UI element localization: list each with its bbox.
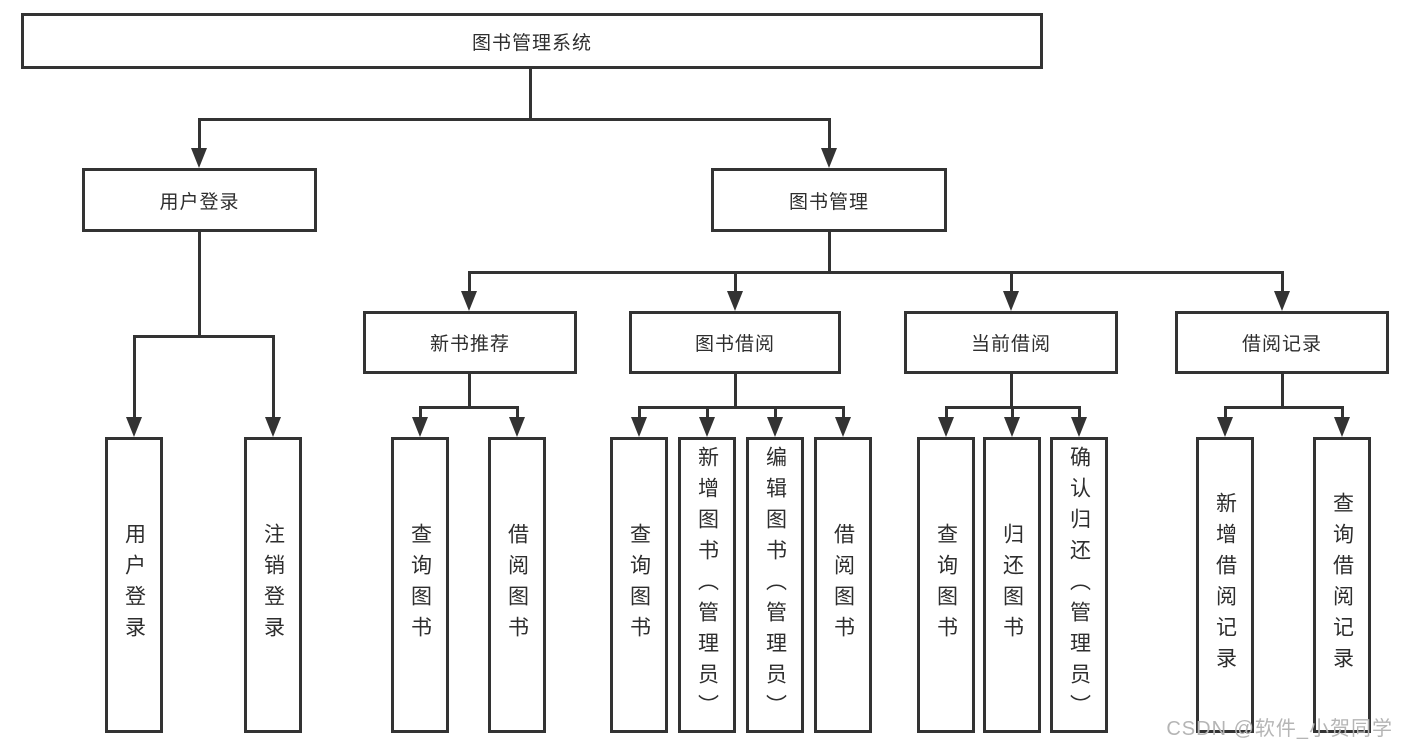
leaf-label: 注销登录	[261, 523, 285, 647]
node-label: 借阅记录	[1241, 334, 1322, 355]
leaf-borrow-books-recommend: 借阅图书	[488, 437, 546, 733]
leaf-edit-book-admin: 编辑图书（管理员）	[746, 437, 804, 733]
arrowhead-leaf-user-login	[126, 417, 142, 437]
connector-cat2-stem	[1010, 374, 1013, 408]
connector-cat3-drop-1	[1224, 406, 1227, 420]
arrowhead-cat-book-borrow	[727, 291, 743, 311]
leaf-label: 查询图书	[627, 523, 651, 647]
connector-cat2-drop-2	[1011, 406, 1014, 420]
node-current-borrow: 当前借阅	[904, 311, 1118, 374]
connector-cat1-drop-2	[706, 406, 709, 420]
arrowhead-leaf-c2	[699, 417, 715, 437]
connector-mgmt-drop-3	[1010, 271, 1013, 293]
leaf-label: 用户登录	[122, 523, 146, 647]
leaf-label: 新增图书（管理员）	[695, 445, 719, 725]
leaf-label: 借阅图书	[831, 523, 855, 647]
connector-mgmt-bar	[468, 271, 1284, 274]
arrowhead-leaf-b2	[509, 417, 525, 437]
connector-cat0-drop-1	[419, 406, 422, 420]
connector-mgmt-drop-1	[468, 271, 471, 293]
arrowhead-leaf-d2	[1004, 417, 1020, 437]
connector-cat2-drop-1	[945, 406, 948, 420]
node-book-borrow: 图书借阅	[629, 311, 841, 374]
arrowhead-cat-new-book	[461, 291, 477, 311]
leaf-label: 编辑图书（管理员）	[763, 445, 787, 725]
node-user-login: 用户登录	[82, 168, 317, 232]
connector-cat0-drop-2	[516, 406, 519, 420]
leaf-borrow-books: 借阅图书	[814, 437, 872, 733]
connector-root-stem	[529, 69, 532, 121]
arrowhead-leaf-d3	[1071, 417, 1087, 437]
connector-root-bar	[198, 118, 831, 121]
connector-cat1-drop-1	[638, 406, 641, 420]
arrowhead-leaf-d1	[938, 417, 954, 437]
connector-userlogin-bar	[133, 335, 275, 338]
leaf-label: 归还图书	[1000, 523, 1024, 647]
leaf-query-books-recommend: 查询图书	[391, 437, 449, 733]
arrowhead-leaf-b1	[412, 417, 428, 437]
connector-userlogin-drop-2	[272, 335, 275, 420]
connector-cat1-stem	[734, 374, 737, 408]
node-library-management-system: 图书管理系统	[21, 13, 1043, 69]
connector-cat3-drop-2	[1341, 406, 1344, 420]
node-borrow-records: 借阅记录	[1175, 311, 1389, 374]
arrowhead-leaf-c4	[835, 417, 851, 437]
leaf-label: 查询图书	[408, 523, 432, 647]
connector-cat2-drop-3	[1078, 406, 1081, 420]
arrowhead-cat-borrow-records	[1274, 291, 1290, 311]
connector-cat1-drop-3	[774, 406, 777, 420]
connector-mgmt-stem	[828, 232, 831, 274]
leaf-query-borrow-record: 查询借阅记录	[1313, 437, 1371, 733]
node-label: 图书管理	[788, 191, 869, 213]
arrowhead-leaf-c3	[767, 417, 783, 437]
leaf-label: 确认归还（管理员）	[1067, 445, 1091, 725]
connector-cat1-drop-4	[842, 406, 845, 420]
node-label: 新书推荐	[429, 334, 510, 355]
arrowhead-leaf-e2	[1334, 417, 1350, 437]
connector-cat3-bar	[1224, 406, 1344, 409]
leaf-confirm-return-admin: 确认归还（管理员）	[1050, 437, 1108, 733]
connector-cat1-bar	[638, 406, 845, 409]
connector-mgmt-drop-4	[1281, 271, 1284, 293]
leaf-label: 新增借阅记录	[1213, 492, 1237, 678]
leaf-logout: 注销登录	[244, 437, 302, 733]
leaf-add-borrow-record: 新增借阅记录	[1196, 437, 1254, 733]
connector-userlogin-drop-1	[133, 335, 136, 420]
connector-userlogin-stem	[198, 232, 201, 338]
node-label: 图书管理系统	[471, 32, 592, 54]
arrowhead-leaf-logout	[265, 417, 281, 437]
node-label: 当前借阅	[970, 334, 1051, 355]
leaf-label: 查询借阅记录	[1330, 492, 1354, 678]
node-book-management: 图书管理	[711, 168, 947, 232]
arrowhead-user-login	[191, 148, 207, 168]
arrowhead-book-management	[821, 148, 837, 168]
arrowhead-cat-current-borrow	[1003, 291, 1019, 311]
node-new-book-recommend: 新书推荐	[363, 311, 577, 374]
csdn-watermark: CSDN @软件_小贺同学	[1166, 718, 1393, 740]
connector-root-drop-left	[198, 118, 201, 151]
leaf-add-book-admin: 新增图书（管理员）	[678, 437, 736, 733]
arrowhead-leaf-c1	[631, 417, 647, 437]
leaf-user-login: 用户登录	[105, 437, 163, 733]
leaf-label: 查询图书	[934, 523, 958, 647]
leaf-query-books-current: 查询图书	[917, 437, 975, 733]
leaf-return-book: 归还图书	[983, 437, 1041, 733]
node-label: 图书借阅	[694, 334, 775, 355]
leaf-label: 借阅图书	[505, 523, 529, 647]
node-label: 用户登录	[159, 191, 240, 213]
arrowhead-leaf-e1	[1217, 417, 1233, 437]
connector-cat0-bar	[419, 406, 519, 409]
connector-cat0-stem	[468, 374, 471, 408]
leaf-query-books-borrow: 查询图书	[610, 437, 668, 733]
connector-root-drop-right	[828, 118, 831, 151]
connector-cat3-stem	[1281, 374, 1284, 408]
connector-mgmt-drop-2	[734, 271, 737, 293]
